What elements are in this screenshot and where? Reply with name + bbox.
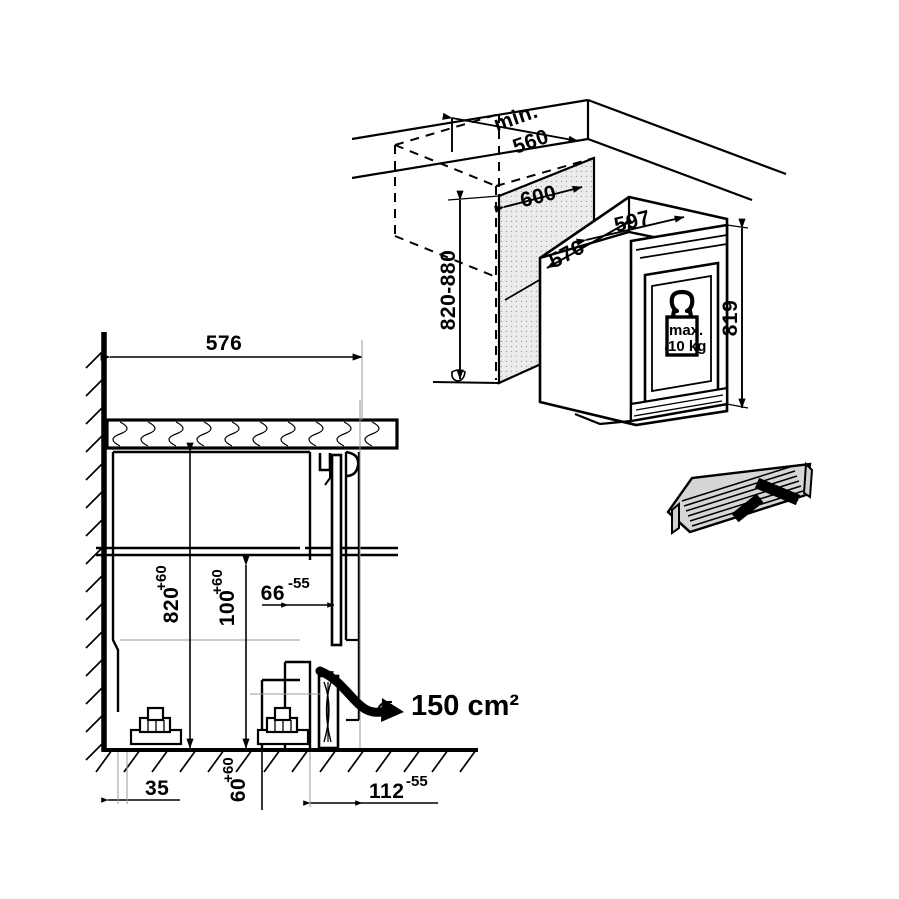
side-section-view: 576 820 +60 100 +60 66 -55 35 [85,332,519,810]
break-line [96,546,398,557]
wood-grain [112,421,380,447]
appliance-foot-right [256,706,310,746]
dim-tol-60: +60 [220,757,237,782]
floor-hatching [95,749,477,773]
wall-hatching [85,349,105,761]
dim-label-820-880: 820-880 [437,250,460,331]
dim-plinth-height: 100 +60 [209,555,250,749]
vent-grille-section [317,674,340,750]
dim-label-576-sec: 576 [206,332,243,355]
dim-label-112: 112 [369,780,404,803]
max-load-line2: 10 kg [668,338,706,355]
airflow-out-arrow [754,477,801,506]
dim-tol-112: -55 [406,773,428,790]
dim-tol-820: +60 [153,565,170,590]
dim-door-gap: 66 -55 [261,575,335,608]
dim-appliance-height: 819 [719,218,749,409]
max-load-line1: max. [669,322,703,339]
appliance-foot-left [129,706,183,746]
iso-worktop [351,98,787,202]
airflow-in-arrow [731,493,764,523]
dim-tol-100: +60 [209,569,226,594]
dim-label-820: 820 [160,587,183,624]
dim-label-35: 35 [145,777,169,800]
dim-niche-height-section: 820 +60 [153,442,194,749]
dim-label-60: 60 [227,778,250,802]
door-panel-section [318,450,361,722]
ventilation-area-label: 150 cm² [411,690,519,722]
ventilation-grille-detail [666,461,814,535]
dim-front-offset: 112 -55 [303,752,438,807]
dim-tol-66: -55 [288,575,310,592]
dim-label-66: 66 [261,582,285,605]
dim-label-819: 819 [719,300,742,337]
dim-base-clearance: 60 +60 [220,752,263,810]
ventilation-airflow-arrow [315,666,404,722]
isometric-view: max. 10 kg min. 560 600 820-880 [351,98,787,427]
dim-foot-offset: 35 [101,752,180,804]
dim-niche-height: 820-880 [437,190,500,380]
appliance-section-outline [111,450,312,712]
weight-icon: max. 10 kg [664,289,706,357]
dim-label-100: 100 [216,590,239,627]
iso-niche-floor [432,381,500,384]
iso-appliance-plinth [574,386,729,426]
dim-cabinet-depth: 576 [100,332,363,420]
worktop-section [105,418,399,450]
